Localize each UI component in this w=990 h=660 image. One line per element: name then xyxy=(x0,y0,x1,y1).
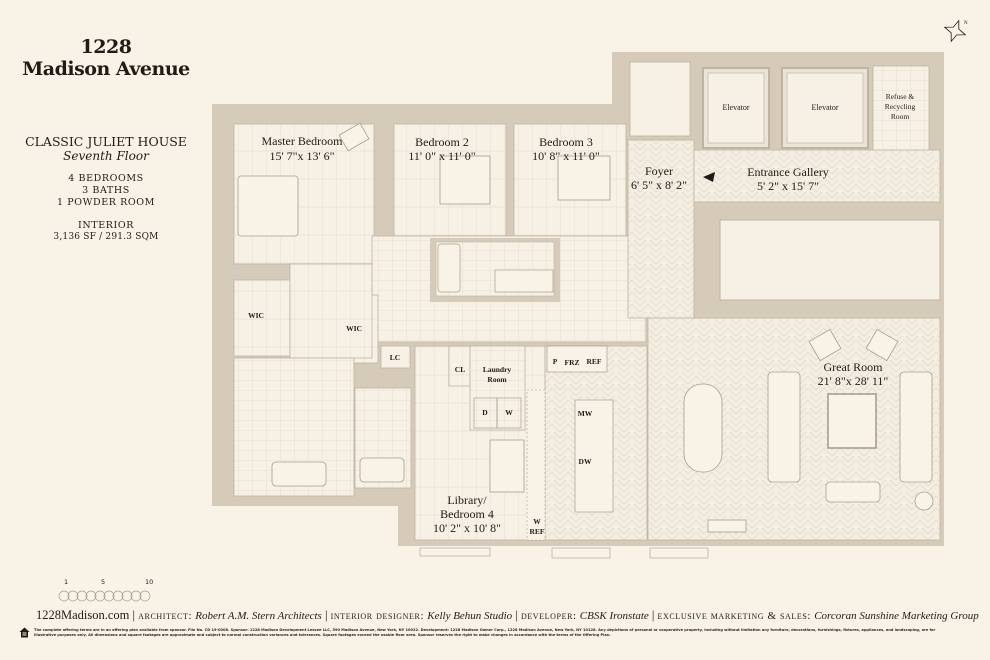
dishwasher-label: DW xyxy=(579,457,592,466)
architect-key: ARCHITECT: xyxy=(138,610,193,622)
unit-stats: 4 BEDROOMS 3 BATHS 1 POWDER ROOM xyxy=(0,173,212,209)
scale-tick-5: 5 xyxy=(101,578,106,586)
credits-line: 1228Madison.com | ARCHITECT: Robert A.M.… xyxy=(36,608,979,622)
legal-disclaimer: The complete offering terms are in an of… xyxy=(34,628,936,637)
elevator-2-cab xyxy=(786,72,864,144)
unit-name: CLASSIC JULIET HOUSE xyxy=(25,134,187,149)
bedroom-count: 4 BEDROOMS xyxy=(68,173,144,184)
north-compass-icon: N xyxy=(943,19,968,43)
entry-arrow-icon xyxy=(703,172,715,182)
bath-count: 3 BATHS xyxy=(82,185,130,196)
refrigerator-label: REF xyxy=(587,357,602,366)
unit-floor: Seventh Floor xyxy=(63,149,149,163)
pantry-label: P xyxy=(553,357,558,366)
room-wic-1: WIC xyxy=(248,311,264,320)
elevator-1-cab xyxy=(707,72,765,144)
interior-area: 3,136 SF / 291.3 SQM xyxy=(53,232,159,242)
bathtub xyxy=(437,243,461,293)
windows xyxy=(419,547,709,559)
brand-number: 1228 xyxy=(80,36,132,58)
scale-labels: 1 5 10 xyxy=(58,578,158,606)
brand-street: Madison Avenue xyxy=(22,58,190,80)
developer-key: DEVELOPER: xyxy=(520,610,577,622)
unit-info: CLASSIC JULIET HOUSE Seventh Floor 4 BED… xyxy=(0,134,212,242)
scale-bar xyxy=(58,590,151,602)
furniture xyxy=(237,122,934,533)
room-wic-2: WIC xyxy=(346,324,362,333)
freezer-label: FRZ xyxy=(565,358,580,367)
equal-housing-icon xyxy=(19,627,30,638)
room-elevator-2: Elevator xyxy=(811,103,838,112)
developer-value: CBSK Ironstate xyxy=(579,610,649,622)
dryer-label: D xyxy=(482,408,488,417)
fridge-block xyxy=(546,345,608,373)
room-cl: CL xyxy=(455,365,465,374)
kitchen-counter xyxy=(526,389,546,541)
compass-label: N xyxy=(964,21,968,26)
designer-key: INTERIOR DESIGNER: xyxy=(330,610,425,622)
website-link[interactable]: 1228Madison.com xyxy=(36,608,130,622)
vanity xyxy=(494,269,554,293)
room-elevator-1: Elevator xyxy=(722,103,749,112)
washer xyxy=(496,397,522,429)
scale-tick-1: 1 xyxy=(64,578,69,586)
interior-label: INTERIOR xyxy=(78,220,134,231)
microwave-label: MW xyxy=(578,409,593,418)
building-logo: 1228 Madison Avenue xyxy=(0,36,212,80)
room-lc: LC xyxy=(390,353,400,362)
scale-tick-10: 10 xyxy=(145,578,154,586)
marketing-value: Corcoran Sunshine Marketing Group xyxy=(814,610,979,622)
architect-value: Robert A.M. Stern Architects xyxy=(195,610,322,622)
designer-value: Kelly Behun Studio xyxy=(427,610,513,622)
kitchen-island xyxy=(574,399,614,513)
washer-label: W xyxy=(505,408,513,417)
stair-core xyxy=(719,219,941,301)
marketing-key: EXCLUSIVE MARKETING & SALES: xyxy=(657,610,812,622)
powder-count: 1 POWDER ROOM xyxy=(57,197,155,208)
